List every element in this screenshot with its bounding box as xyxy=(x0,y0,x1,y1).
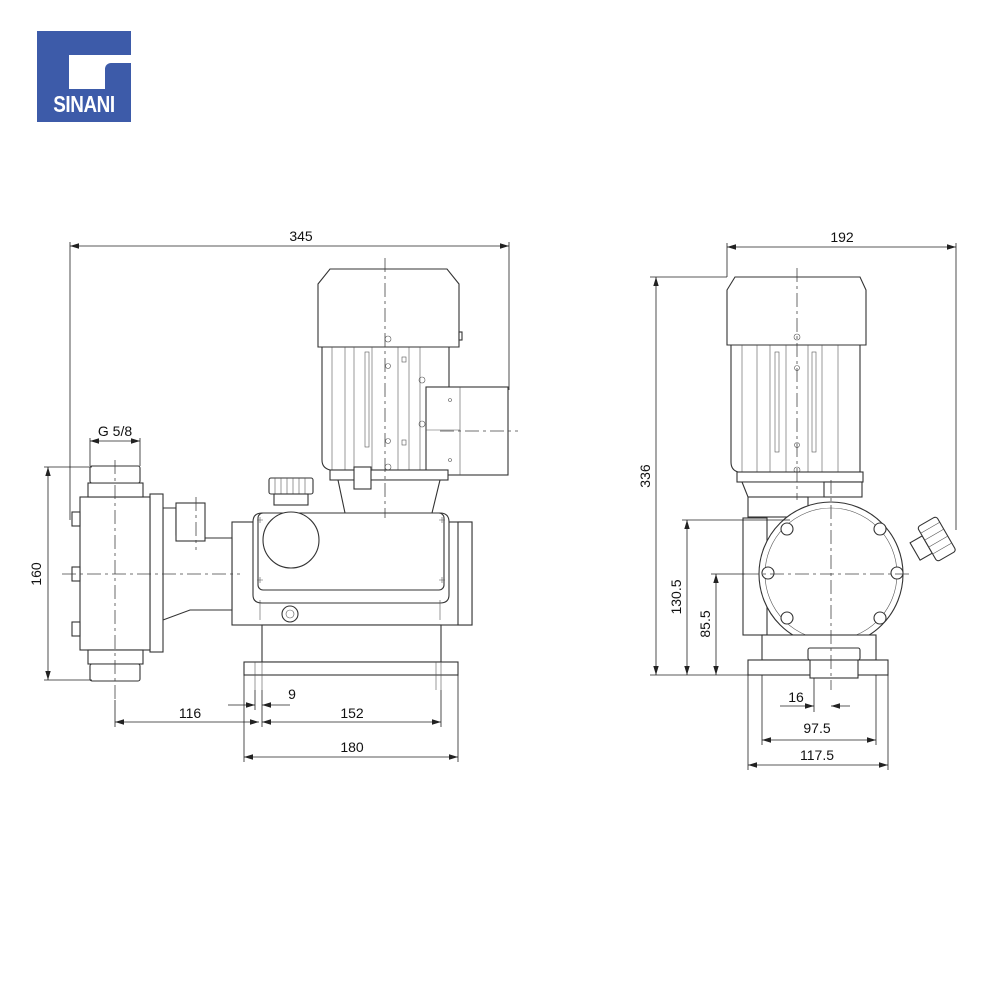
dim-16: 16 xyxy=(788,689,804,705)
side-view-pump xyxy=(62,258,518,700)
front-view-dimensions: 192 336 130.5 85.5 16 97.5 117.5 xyxy=(637,229,957,770)
head-bolts xyxy=(761,522,904,625)
front-view-pump xyxy=(726,268,956,690)
dim-116: 116 xyxy=(179,705,202,721)
side-view-dimensions: 345 G 5/8 160 9 116 152 180 xyxy=(28,228,510,762)
dim-152: 152 xyxy=(340,705,364,721)
dim-160: 160 xyxy=(28,562,44,586)
sinani-logo: SINANI xyxy=(37,31,131,122)
dim-85-5: 85.5 xyxy=(697,610,713,637)
dim-192: 192 xyxy=(830,229,854,245)
dim-130-5: 130.5 xyxy=(668,579,684,614)
dim-g58: G 5/8 xyxy=(98,423,132,439)
dim-336: 336 xyxy=(637,464,653,488)
logo-text: SINANI xyxy=(53,91,115,117)
dim-117-5: 117.5 xyxy=(800,747,834,763)
dim-9: 9 xyxy=(288,686,296,702)
dim-97-5: 97.5 xyxy=(803,720,830,736)
dim-345: 345 xyxy=(289,228,313,244)
dim-180: 180 xyxy=(340,739,364,755)
